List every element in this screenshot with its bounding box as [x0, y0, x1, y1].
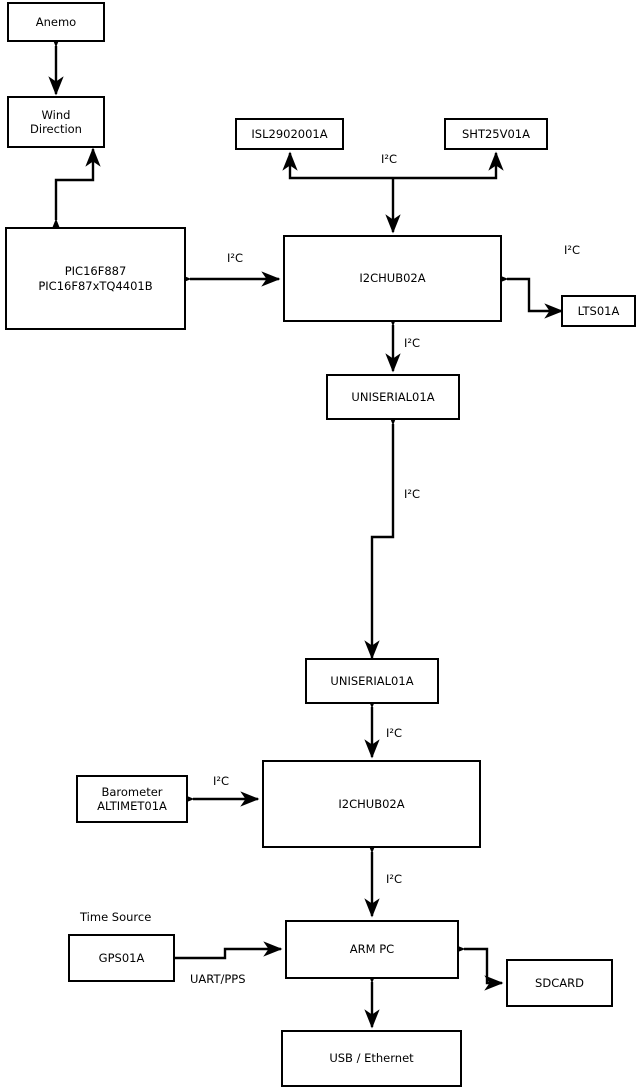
- node-barometer-altimet01a[interactable]: Barometer ALTIMET01A: [76, 775, 188, 823]
- node-uniserial01a-top-label: UNISERIAL01A: [351, 389, 435, 404]
- node-uniserial01a-bottom-label: UNISERIAL01A: [330, 673, 414, 688]
- connector-hubtop-lts: [489, 271, 564, 319]
- node-uniserial01a-bottom[interactable]: UNISERIAL01A: [305, 658, 439, 704]
- node-i2chub02a-top-label: I2CHUB02A: [359, 271, 426, 286]
- node-wind-direction-label: Wind Direction: [30, 107, 82, 136]
- node-pic-microcontroller[interactable]: PIC16F887 PIC16F87xTQ4401B: [5, 227, 186, 330]
- node-lts01a-label: LTS01A: [577, 303, 620, 318]
- node-sdcard-label: SDCARD: [535, 975, 584, 990]
- node-i2chub02a-bottom-label: I2CHUB02A: [338, 796, 405, 811]
- node-sht25v01a[interactable]: SHT25V01A: [444, 118, 548, 150]
- node-wind-direction[interactable]: Wind Direction: [7, 96, 105, 148]
- edge-label-i2c-pic-hub: I²C: [227, 251, 244, 265]
- label-time-source: Time Source: [80, 910, 152, 924]
- node-barometer-altimet01a-label: Barometer ALTIMET01A: [97, 784, 167, 813]
- node-gps01a[interactable]: GPS01A: [68, 934, 175, 982]
- connector-winddirection-pic: [48, 147, 101, 238]
- node-gps01a-label: GPS01A: [98, 950, 145, 965]
- connector-gps-armpc: [175, 941, 283, 960]
- node-lts01a[interactable]: LTS01A: [561, 295, 636, 327]
- node-sdcard[interactable]: SDCARD: [506, 959, 613, 1007]
- edge-label-i2c-hub-uniserial: I²C: [404, 336, 421, 350]
- node-isl2902001a[interactable]: ISL2902001A: [235, 118, 344, 150]
- node-usb-ethernet[interactable]: USB / Ethernet: [281, 1030, 462, 1087]
- node-sht25v01a-label: SHT25V01A: [462, 126, 530, 141]
- edge-label-i2c-sensor-bus: I²C: [381, 152, 398, 166]
- edge-label-i2c-uniserial-hub2: I²C: [386, 726, 403, 740]
- edge-label-uart-pps: UART/PPS: [190, 972, 246, 986]
- node-i2chub02a-top[interactable]: I2CHUB02A: [283, 235, 502, 322]
- node-pic-microcontroller-label: PIC16F887 PIC16F87xTQ4401B: [38, 264, 153, 293]
- connector-sensorbus-sht: [393, 151, 504, 180]
- node-uniserial01a-top[interactable]: UNISERIAL01A: [326, 374, 460, 420]
- node-isl2902001a-label: ISL2902001A: [251, 126, 328, 141]
- node-anemo-label: Anemo: [35, 14, 77, 29]
- node-i2chub02a-bottom[interactable]: I2CHUB02A: [262, 760, 481, 848]
- edge-label-i2c-uniserial-link: I²C: [404, 487, 421, 501]
- node-anemo[interactable]: Anemo: [7, 2, 105, 42]
- connector-armpc-sdcard: [446, 941, 504, 991]
- edge-label-i2c-hub-lts: I²C: [564, 243, 581, 257]
- edge-label-i2c-hub2-arm: I²C: [386, 872, 403, 886]
- edge-label-i2c-barometer: I²C: [213, 774, 230, 788]
- node-arm-pc[interactable]: ARM PC: [285, 920, 459, 979]
- node-usb-ethernet-label: USB / Ethernet: [329, 1051, 414, 1066]
- connector-uniserial-link: [364, 406, 401, 660]
- node-arm-pc-label: ARM PC: [349, 942, 395, 957]
- connector-sensorbus-isl: [282, 151, 393, 180]
